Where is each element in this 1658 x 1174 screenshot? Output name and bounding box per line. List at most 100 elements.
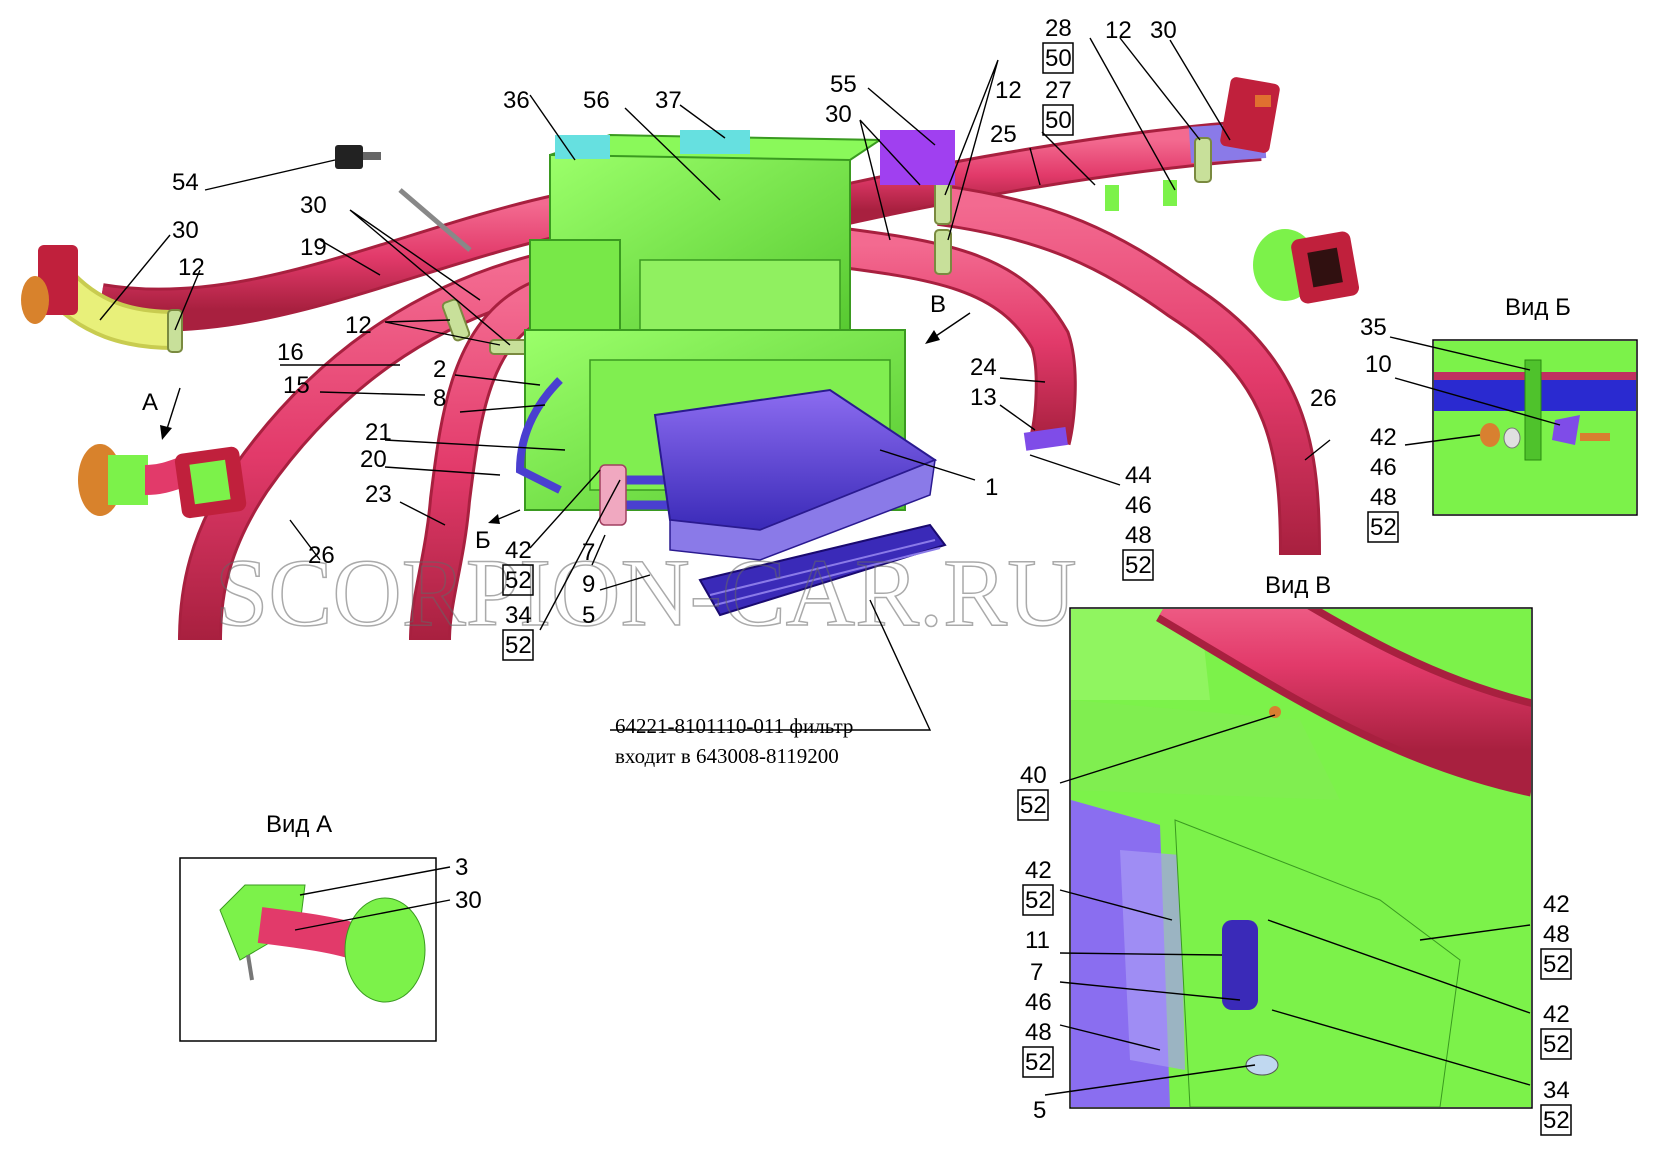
label-12-left: 12 — [178, 254, 205, 281]
view-v-title: Вид В — [1265, 572, 1331, 599]
label-36: 36 — [503, 87, 530, 114]
view-a-label-30: 30 — [455, 887, 482, 914]
deflector-left — [78, 444, 247, 519]
arrow-label-v: В — [930, 291, 946, 318]
view-b-title: Вид Б — [1505, 294, 1571, 321]
label-55: 55 — [830, 71, 857, 98]
label-30-top: 30 — [825, 101, 852, 128]
view-a-title: Вид А — [266, 811, 332, 838]
label-52-b: 52 — [505, 632, 532, 659]
view-v: Вид В 40 52 42 52 11 7 — [1017, 572, 1572, 1136]
view-v-label-46: 46 — [1025, 989, 1052, 1016]
arrow-label-b: Б — [475, 527, 491, 554]
view-v-label-34: 34 — [1543, 1077, 1570, 1104]
label-24: 24 — [970, 354, 997, 381]
view-v-label-42c: 42 — [1543, 1001, 1570, 1028]
label-23: 23 — [365, 481, 392, 508]
label-56: 56 — [583, 87, 610, 114]
label-12-top: 12 — [995, 77, 1022, 104]
sensor-54 — [335, 145, 472, 252]
view-v-label-42b: 42 — [1543, 891, 1570, 918]
hose-30-upper — [817, 224, 1077, 446]
label-26-left: 26 — [308, 542, 335, 569]
label-46: 46 — [1125, 492, 1152, 519]
label-52-c: 52 — [1125, 552, 1152, 579]
label-20: 20 — [360, 446, 387, 473]
part-55 — [880, 130, 955, 185]
view-v-label-52f: 52 — [1543, 1107, 1570, 1134]
view-arrows: А В Б — [142, 291, 971, 554]
label-48: 48 — [1125, 522, 1152, 549]
label-8: 8 — [433, 385, 446, 412]
view-b-label-35: 35 — [1360, 314, 1387, 341]
label-21: 21 — [365, 419, 392, 446]
view-b-label-52: 52 — [1370, 514, 1397, 541]
label-13: 13 — [970, 384, 997, 411]
bracket-28 — [1163, 180, 1177, 206]
label-1: 1 — [985, 474, 998, 501]
view-b-label-10: 10 — [1365, 351, 1392, 378]
label-9: 9 — [582, 571, 595, 598]
label-42-a: 42 — [505, 537, 532, 564]
nozzle-right — [1220, 77, 1280, 153]
filter-element — [698, 523, 947, 617]
view-b-label-42: 42 — [1370, 424, 1397, 451]
label-7: 7 — [582, 539, 595, 566]
label-50-1: 50 — [1045, 45, 1072, 72]
label-34: 34 — [505, 602, 532, 629]
view-b-label-46: 46 — [1370, 454, 1397, 481]
watermark: SCORPION-CAR.RU — [215, 539, 1077, 646]
view-v-label-52a: 52 — [1020, 792, 1047, 819]
view-v-label-52d: 52 — [1543, 951, 1570, 978]
label-50-2: 50 — [1045, 107, 1072, 134]
label-25: 25 — [990, 121, 1017, 148]
arrow-label-a: А — [142, 389, 158, 416]
label-27: 27 — [1045, 77, 1072, 104]
view-v-label-52c: 52 — [1025, 1049, 1052, 1076]
view-b: Вид Б 35 10 42 46 48 52 — [1360, 294, 1638, 543]
main-assembly — [21, 77, 1360, 641]
label-16: 16 — [277, 339, 304, 366]
view-v-label-52b: 52 — [1025, 887, 1052, 914]
view-v-label-42a: 42 — [1025, 857, 1052, 884]
label-26-right: 26 — [1310, 385, 1337, 412]
label-12-mid: 12 — [345, 312, 372, 339]
label-30-right: 30 — [1150, 17, 1177, 44]
leader-lines — [99, 37, 1331, 731]
view-v-label-5: 5 — [1033, 1097, 1046, 1124]
view-v-label-11: 11 — [1025, 927, 1050, 954]
filter-note-line2: входит в 643008-8119200 — [615, 744, 839, 768]
part-labels: 36 56 37 55 30 12 25 28 50 27 50 12 30 5… — [172, 15, 1337, 661]
view-v-label-48b: 48 — [1543, 921, 1570, 948]
view-v-label-48: 48 — [1025, 1019, 1052, 1046]
nozzle-left — [21, 245, 78, 324]
view-a-label-3: 3 — [455, 854, 468, 881]
label-5: 5 — [582, 602, 595, 629]
label-30-a: 30 — [172, 217, 199, 244]
view-v-label-7: 7 — [1030, 959, 1043, 986]
label-19: 19 — [300, 234, 327, 261]
clamps-12 — [167, 137, 1212, 355]
label-28: 28 — [1045, 15, 1072, 42]
label-52-a: 52 — [505, 567, 532, 594]
label-54: 54 — [172, 169, 199, 196]
label-37: 37 — [655, 87, 682, 114]
bracket-27 — [1105, 185, 1119, 211]
hose-23 — [409, 280, 550, 641]
label-12-right: 12 — [1105, 17, 1132, 44]
label-30-left: 30 — [300, 192, 327, 219]
label-44: 44 — [1125, 462, 1152, 489]
view-b-label-48: 48 — [1370, 484, 1397, 511]
filter-note-line1: 64221-8101110-011 фильтр — [615, 714, 853, 738]
view-v-label-40: 40 — [1020, 762, 1047, 789]
heater-unit — [524, 130, 906, 511]
filter-housing-1 — [653, 388, 938, 561]
hose-26-right — [937, 184, 1321, 556]
view-a: Вид А 3 30 — [179, 811, 482, 1042]
deflector-right — [1253, 229, 1360, 304]
bracket-13 — [1023, 427, 1068, 451]
label-2: 2 — [433, 356, 446, 383]
label-15: 15 — [283, 372, 310, 399]
